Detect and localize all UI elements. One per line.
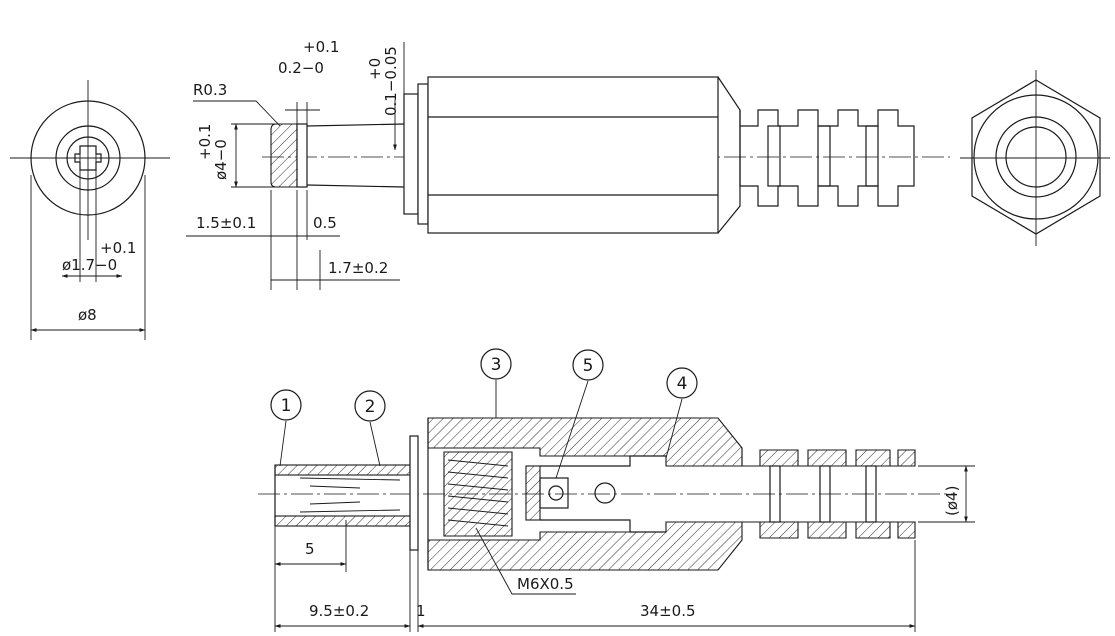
balloon-3: 3 (480, 348, 512, 380)
hole-diameter-label: ø1.7−0 (62, 256, 117, 274)
front-width-label: 0.2−0 (278, 59, 324, 77)
d4-tolerance-label: +0.1 (196, 124, 214, 160)
balloon-1: 1 (270, 389, 302, 421)
gap-label: 0.5 (313, 214, 337, 232)
front-view (10, 80, 170, 340)
d4-value-label: ø4−0 (212, 139, 230, 180)
side-view (186, 42, 950, 290)
tip-length-label: 1.5±0.1 (196, 214, 256, 232)
end-view (960, 70, 1110, 246)
body-length-label: 34±0.5 (640, 602, 696, 620)
balloon-2-label: 2 (365, 397, 376, 417)
balloon-1-label: 1 (281, 396, 292, 416)
outer-diameter-label: ø8 (78, 306, 97, 324)
hole-tolerance-label: +0.1 (100, 239, 136, 257)
balloon-3-label: 3 (491, 355, 502, 375)
front-tolerance-label: +0.1 (303, 38, 339, 56)
flange-thickness-label: 1 (416, 602, 426, 620)
section-view (258, 380, 975, 632)
balloon-4: 4 (666, 367, 698, 399)
cable-diameter-label: (ø4) (943, 486, 961, 516)
tip-value-label: 0.1−0.05 (382, 46, 400, 116)
thread-label: M6X0.5 (517, 575, 574, 593)
balloon-5-label: 5 (583, 356, 594, 376)
tip-offset-label: 1.7±0.2 (328, 259, 388, 277)
inner-length-label: 5 (305, 540, 315, 558)
front-length-label: 9.5±0.2 (309, 602, 369, 620)
balloon-4-label: 4 (677, 374, 688, 394)
balloon-5: 5 (572, 349, 604, 381)
radius-label: R0.3 (193, 81, 227, 99)
tip-tolerance-label: +0 (366, 58, 384, 80)
balloon-2: 2 (354, 390, 386, 422)
